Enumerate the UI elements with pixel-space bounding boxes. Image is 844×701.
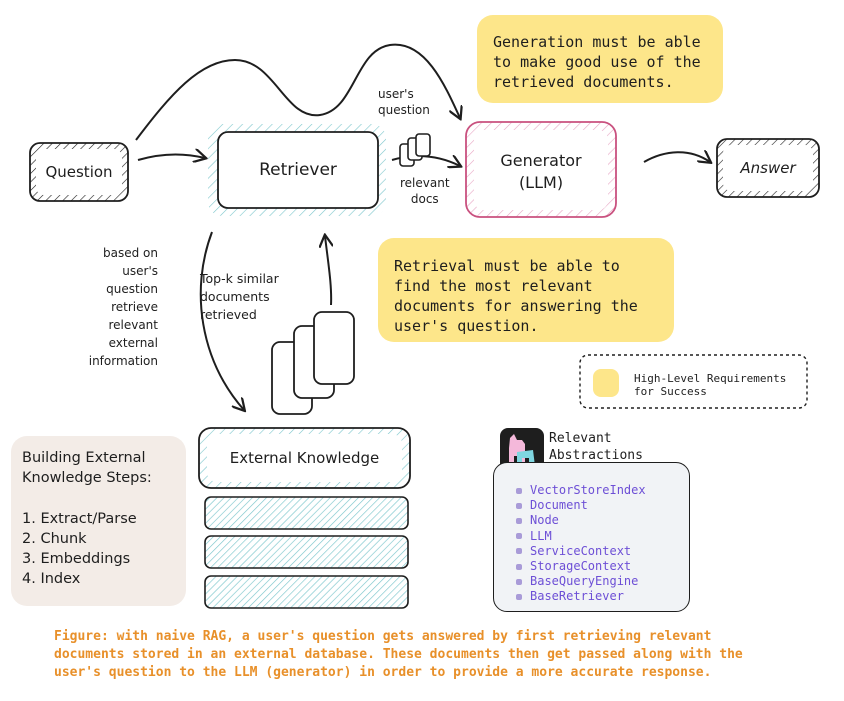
abstraction-item-label: Document <box>530 498 588 513</box>
retrieved-docs-icon <box>271 311 355 415</box>
abstractions-title-line: Relevant <box>549 431 612 446</box>
based-on-line: information <box>88 354 158 368</box>
abstraction-item-label: VectorStoreIndex <box>530 483 646 497</box>
based-on-line: relevant <box>108 318 158 332</box>
database-stack <box>204 496 409 609</box>
users-question-label: user's question <box>378 86 430 118</box>
generation-note: Generation must be able to make good use… <box>477 15 723 103</box>
generator-label-line1: Generator <box>500 151 582 170</box>
legend-label-line: for Success <box>634 385 707 398</box>
users-question-line: user's <box>378 87 414 101</box>
based-on-line: external <box>108 336 158 350</box>
arrow-retriever-to-knowledge <box>199 231 244 410</box>
steps-item: 4. Index <box>22 571 81 587</box>
legend-label: High-Level Requirements for Success <box>634 372 786 398</box>
abstraction-item-label: StorageContext <box>530 559 632 574</box>
generation-note-line: Generation must be able <box>493 33 701 51</box>
knowledge-steps-box: Building External Knowledge Steps: 1. Ex… <box>11 436 186 606</box>
bullet-icon <box>516 533 522 540</box>
abstractions-title-line: Abstractions <box>549 448 643 463</box>
abstraction-item-label: Node <box>530 513 559 528</box>
abstraction-item: Node <box>516 513 646 528</box>
based-on-label: based on user's question retrieve releva… <box>70 244 158 370</box>
abstraction-item: StorageContext <box>516 559 646 574</box>
retriever-label: Retriever <box>259 160 337 180</box>
based-on-line: based on <box>103 246 158 260</box>
abstraction-item: BaseRetriever <box>516 589 646 604</box>
generation-note-line: to make good use of the <box>493 53 701 71</box>
abstraction-item-label: BaseQueryEngine <box>530 574 639 589</box>
top-k-line: retrieved <box>200 307 257 322</box>
steps-title-line: Knowledge Steps: <box>22 470 152 486</box>
top-k-label: Top-k similar documents retrieved <box>200 270 279 324</box>
bullet-icon <box>516 593 522 600</box>
small-docs-icon <box>399 133 431 167</box>
based-on-line: user's <box>122 264 158 278</box>
caption-line: user's question to the LLM (generator) i… <box>54 665 712 680</box>
bullet-icon <box>516 487 522 494</box>
abstraction-item: LLM <box>516 529 646 544</box>
abstraction-item: BaseQueryEngine <box>516 574 646 589</box>
question-node <box>29 142 129 202</box>
question-label: Question <box>45 163 113 181</box>
users-question-line: question <box>378 103 430 117</box>
answer-label: Answer <box>740 159 796 177</box>
arrow-knowledge-to-retriever <box>325 236 331 306</box>
bullet-icon <box>516 578 522 585</box>
generator-node <box>465 121 617 218</box>
abstractions-list: VectorStoreIndex Document Node LLM Servi… <box>516 483 646 605</box>
generation-note-line: retrieved documents. <box>493 73 674 91</box>
steps-list: 1. Extract/Parse 2. Chunk 3. Embeddings … <box>22 509 137 589</box>
generator-label-line2: (LLM) <box>518 173 564 192</box>
figure-caption: Figure: with naive RAG, a user's questio… <box>54 628 834 682</box>
retriever-node <box>208 124 386 216</box>
bullet-icon <box>516 517 522 524</box>
bullet-icon <box>516 563 522 570</box>
steps-item: 3. Embeddings <box>22 551 131 567</box>
external-knowledge-label: External Knowledge <box>229 449 380 467</box>
bullet-icon <box>516 548 522 555</box>
legend-label-line: High-Level Requirements <box>634 372 787 385</box>
retrieval-note-line: documents for answering the <box>394 297 638 315</box>
retrieval-note-line: find the most relevant <box>394 277 593 295</box>
relevant-docs-line: docs <box>410 192 439 206</box>
abstractions-title: Relevant Abstractions <box>549 430 643 464</box>
arrow-generator-to-answer <box>643 152 710 162</box>
generator-label: Generator (LLM) <box>474 150 608 194</box>
steps-title-line: Building External <box>22 450 146 466</box>
based-on-line: question <box>106 282 158 296</box>
bullet-icon <box>516 502 522 509</box>
top-k-line: Top-k similar <box>200 271 279 286</box>
retrieval-note-line: Retrieval must be able to <box>394 257 620 275</box>
legend-box <box>579 354 808 409</box>
retrieval-note-line: user's question. <box>394 317 539 335</box>
caption-line: documents stored in an external database… <box>54 647 743 662</box>
abstraction-item-label: BaseRetriever <box>530 589 624 604</box>
abstraction-item: VectorStoreIndex <box>516 483 646 498</box>
steps-item: 1. Extract/Parse <box>22 511 137 527</box>
abstraction-item-label: LLM <box>530 528 552 543</box>
based-on-line: retrieve <box>111 300 158 314</box>
abstraction-item-label: ServiceContext <box>530 543 632 558</box>
abstraction-item: Document <box>516 498 646 513</box>
relevant-docs-line: relevant <box>400 176 450 190</box>
relevant-docs-label: relevant docs <box>400 175 450 207</box>
retrieval-note: Retrieval must be able to find the most … <box>378 238 674 342</box>
external-knowledge-node <box>198 427 411 489</box>
arrow-question-to-generator <box>135 43 460 141</box>
answer-node <box>716 138 820 198</box>
top-k-line: documents <box>200 289 270 304</box>
steps-item: 2. Chunk <box>22 531 87 547</box>
abstraction-item: ServiceContext <box>516 544 646 559</box>
steps-title: Building External Knowledge Steps: <box>22 448 152 488</box>
arrow-question-to-retriever <box>137 154 205 160</box>
caption-line: Figure: with naive RAG, a user's questio… <box>54 629 712 644</box>
abstractions-box: VectorStoreIndex Document Node LLM Servi… <box>493 462 690 612</box>
